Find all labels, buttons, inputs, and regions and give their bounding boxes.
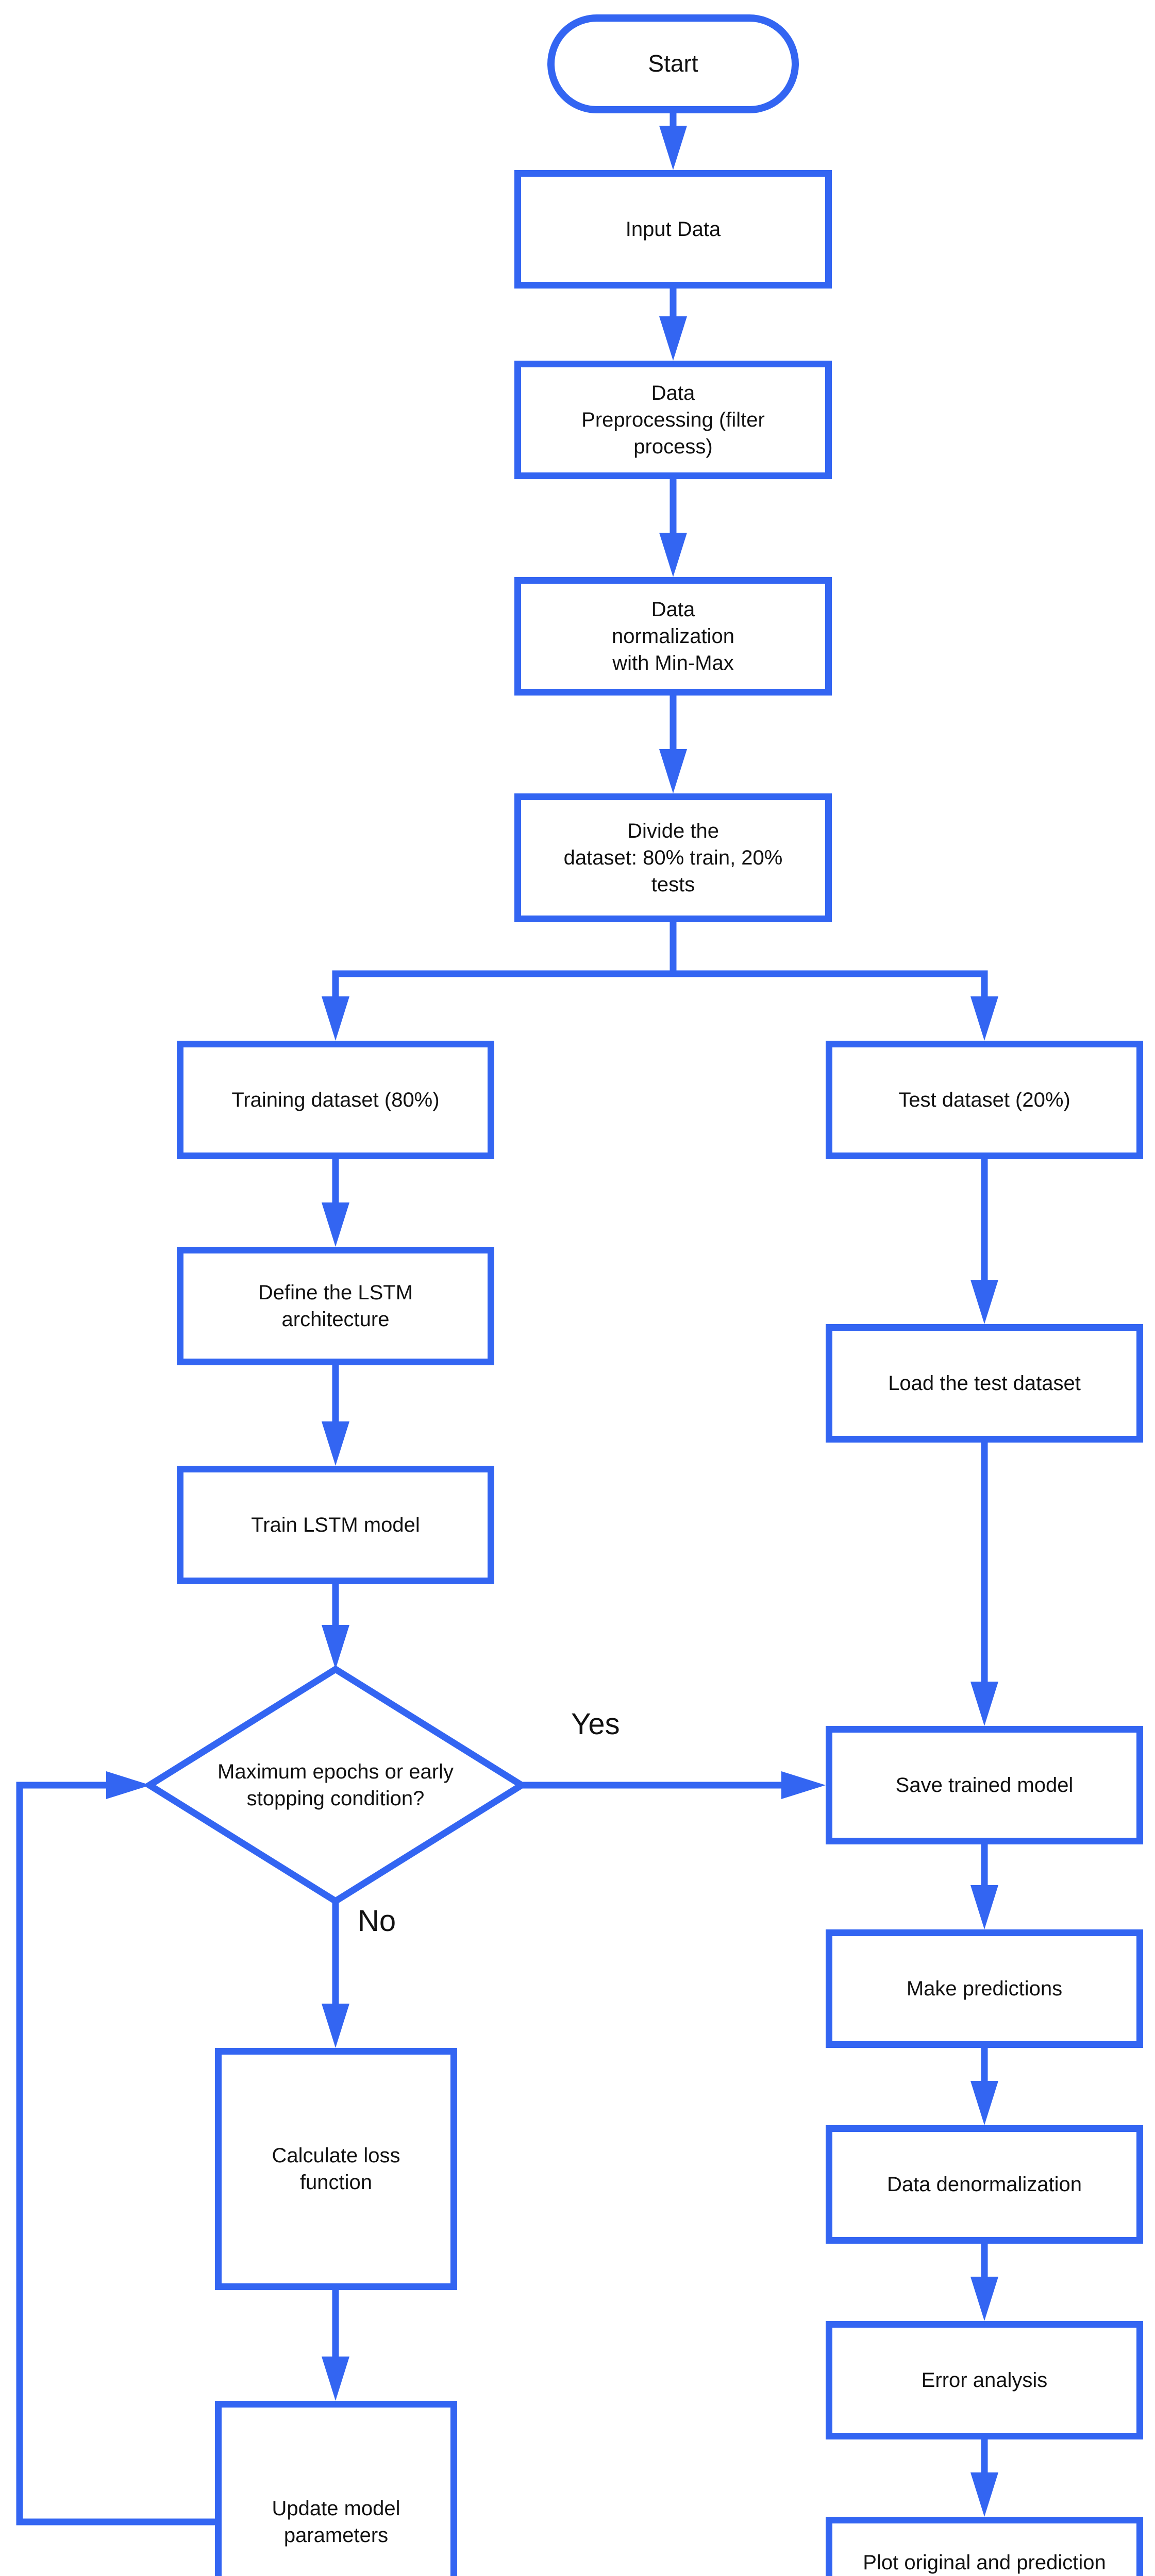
arrowhead-icon bbox=[106, 1771, 150, 1799]
node-make-predictions: Make predictions bbox=[826, 1929, 1143, 2048]
node-load-test-dataset: Load the test dataset bbox=[826, 1324, 1143, 1443]
arrowhead-icon bbox=[970, 996, 998, 1041]
arrowhead-icon bbox=[659, 126, 687, 170]
arrowhead-icon bbox=[322, 1625, 349, 1669]
arrowhead-icon bbox=[970, 1682, 998, 1726]
arrowhead-icon bbox=[322, 2004, 349, 2048]
node-decision-label: Maximum epochs or early stopping conditi… bbox=[217, 1760, 454, 1810]
arrowhead-icon bbox=[970, 2081, 998, 2125]
node-train-lstm-model: Train LSTM model bbox=[177, 1466, 494, 1584]
edge-split-right bbox=[673, 970, 988, 999]
node-error-analysis: Error analysis bbox=[826, 2321, 1143, 2439]
arrowhead-icon bbox=[322, 996, 349, 1041]
edge-split-left bbox=[332, 970, 673, 999]
node-define-lstm-architecture: Define the LSTM architecture bbox=[177, 1247, 494, 1365]
node-save-trained-model: Save trained model bbox=[826, 1726, 1143, 1844]
node-plot-waveforms: Plot original and prediction waveforms bbox=[826, 2517, 1143, 2576]
node-calculate-loss-function: Calculate loss function bbox=[215, 2048, 457, 2290]
node-start: Start bbox=[547, 14, 799, 113]
arrowhead-icon bbox=[970, 2277, 998, 2321]
edge-label-yes: Yes bbox=[571, 1707, 620, 1741]
edge-loop-back bbox=[16, 1782, 215, 2526]
node-data-preprocessing: Data Preprocessing (filter process) bbox=[514, 361, 832, 479]
arrowhead-icon bbox=[659, 749, 687, 793]
arrowhead-icon bbox=[970, 2472, 998, 2517]
arrowhead-icon bbox=[970, 1280, 998, 1324]
node-training-dataset: Training dataset (80%) bbox=[177, 1041, 494, 1159]
node-update-model-parameters: Update model parameters bbox=[215, 2401, 457, 2576]
arrowhead-icon bbox=[781, 1771, 826, 1799]
arrowhead-icon bbox=[322, 1421, 349, 1466]
node-data-denormalization: Data denormalization bbox=[826, 2125, 1143, 2244]
arrowhead-icon bbox=[322, 2357, 349, 2401]
edge-label-no: No bbox=[358, 1904, 396, 1938]
arrowhead-icon bbox=[322, 1202, 349, 1247]
decision-diamond-shape bbox=[143, 1665, 528, 1905]
arrowhead-icon bbox=[659, 316, 687, 361]
arrowhead-icon bbox=[659, 533, 687, 577]
node-test-dataset: Test dataset (20%) bbox=[826, 1041, 1143, 1159]
node-divide-dataset: Divide the dataset: 80% train, 20% tests bbox=[514, 793, 832, 922]
node-input-data: Input Data bbox=[514, 170, 832, 289]
arrowhead-icon bbox=[970, 1885, 998, 1929]
node-data-normalization: Data normalization with Min-Max bbox=[514, 577, 832, 696]
